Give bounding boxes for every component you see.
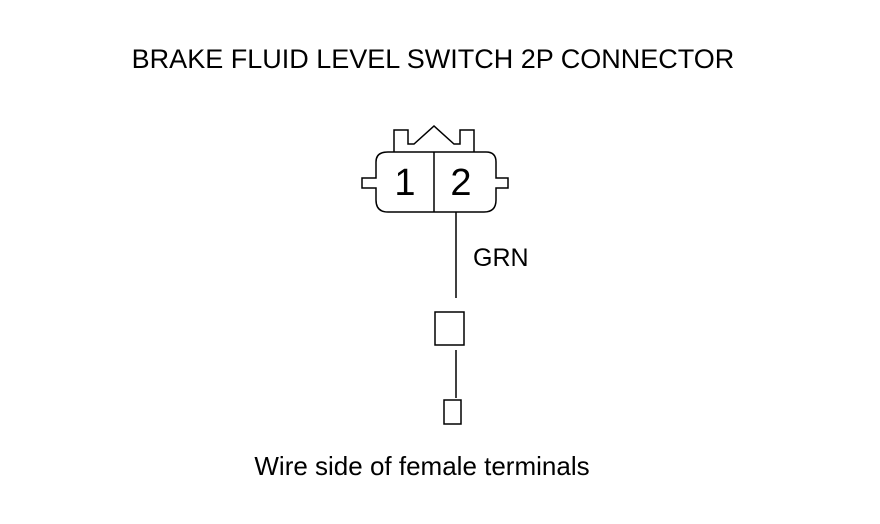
connector-lock-tab [393,124,475,152]
pin-2-label: 2 [450,162,471,204]
diagram-title: BRAKE FLUID LEVEL SWITCH 2P CONNECTOR [131,44,735,74]
diagram-caption: Wire side of female terminals [254,451,590,481]
terminal-upper [434,311,465,346]
pin-1-label: 1 [394,162,415,204]
terminal-lower [443,399,462,425]
connector-body [361,151,509,213]
wire-color-label: GRN [473,244,529,272]
